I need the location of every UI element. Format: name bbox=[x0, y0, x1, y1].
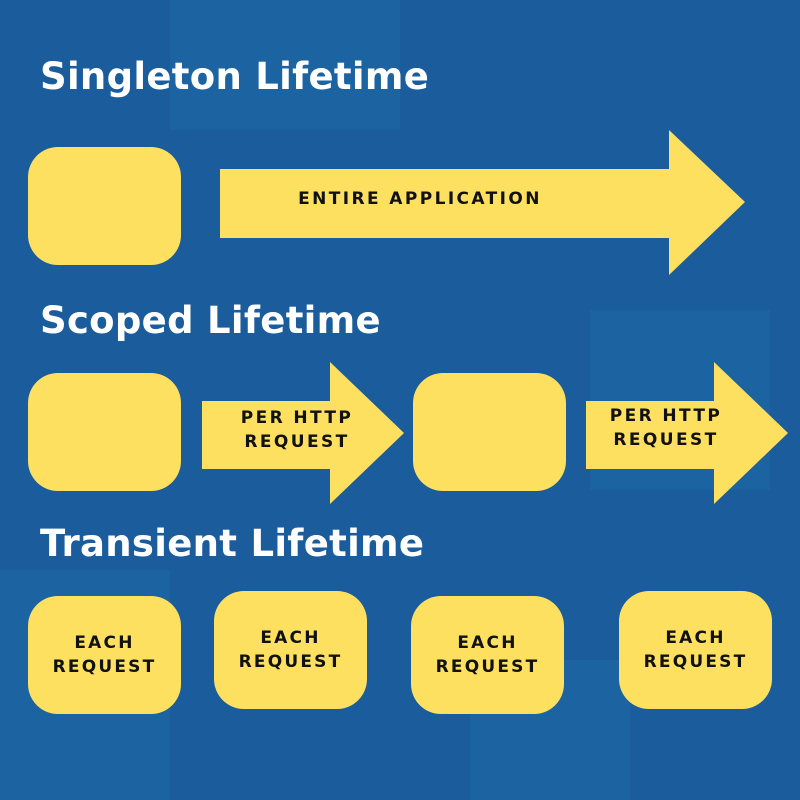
transient-box-label: EACH REQUEST bbox=[238, 628, 343, 672]
background-texture bbox=[170, 0, 400, 130]
singleton-arrow-label: ENTIRE APPLICATION bbox=[298, 189, 542, 209]
singleton-arrow bbox=[220, 130, 745, 275]
scoped-arrow-2 bbox=[586, 362, 788, 504]
scoped-box-1 bbox=[28, 373, 181, 491]
scoped-title: Scoped Lifetime bbox=[40, 299, 381, 342]
scoped-arrow-label-2: PER HTTP REQUEST bbox=[609, 406, 723, 450]
transient-box-label: EACH REQUEST bbox=[435, 633, 540, 677]
scoped-arrow-label-1: PER HTTP REQUEST bbox=[240, 408, 354, 452]
transient-box-4: EACH REQUEST bbox=[619, 591, 772, 709]
transient-box-label: EACH REQUEST bbox=[52, 633, 157, 677]
transient-box-label: EACH REQUEST bbox=[643, 628, 748, 672]
scoped-box-2 bbox=[413, 373, 566, 491]
transient-title: Transient Lifetime bbox=[40, 522, 425, 565]
singleton-title: Singleton Lifetime bbox=[40, 55, 430, 98]
singleton-box bbox=[28, 147, 181, 265]
transient-box-2: EACH REQUEST bbox=[214, 591, 367, 709]
transient-box-3: EACH REQUEST bbox=[411, 596, 564, 714]
scoped-arrow-1 bbox=[202, 362, 404, 504]
transient-box-1: EACH REQUEST bbox=[28, 596, 181, 714]
